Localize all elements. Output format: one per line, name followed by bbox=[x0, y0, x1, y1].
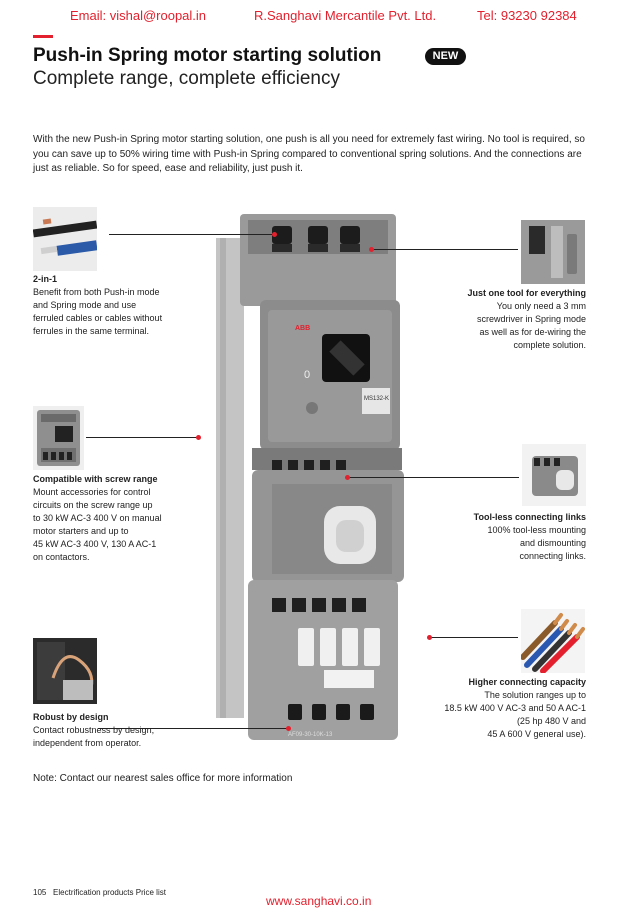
dial-zero-label: 0 bbox=[304, 369, 310, 381]
feature-screw-line: on contactors. bbox=[33, 552, 90, 562]
new-badge: NEW bbox=[425, 48, 466, 65]
sales-office-note: Note: Contact our nearest sales office f… bbox=[33, 773, 293, 784]
feature-2in1-line: and Spring mode and use bbox=[33, 300, 137, 310]
feature-toolless: Tool-less connecting links 100% tool-les… bbox=[420, 511, 586, 563]
callout-line-tool bbox=[372, 249, 518, 250]
motor-starter-product-image: ABB 0 MS132-K AF09-30-10K-13 bbox=[216, 214, 404, 740]
callout-dot-2in1 bbox=[272, 232, 277, 237]
title-accent-bar bbox=[33, 35, 53, 38]
page-subtitle: Complete range, complete efficiency bbox=[33, 68, 340, 89]
feature-screw-line: 45 kW AC-3 400 V, 130 A AC-1 bbox=[33, 539, 157, 549]
contactor-label: AF09-30-10K-13 bbox=[288, 732, 333, 738]
screw-range-starter-thumbnail bbox=[33, 406, 84, 470]
feature-robust-line: Contact robustness by design, bbox=[33, 725, 155, 735]
colored-cables-thumbnail bbox=[521, 609, 585, 673]
footer-website-link[interactable]: www.sanghavi.co.in bbox=[266, 894, 372, 908]
feature-2in1: 2-in-1 Benefit from both Push-in mode an… bbox=[33, 273, 203, 338]
header-company: R.Sanghavi Mercantile Pvt. Ltd. bbox=[254, 8, 437, 23]
page-title: Push-in Spring motor starting solution bbox=[33, 45, 382, 66]
feature-capacity-line: 18.5 kW 400 V AC-3 and 50 A AC-1 bbox=[444, 703, 586, 713]
feature-toolless-line: connecting links. bbox=[519, 551, 586, 561]
feature-screw-line: circuits on the screw range up bbox=[33, 500, 153, 510]
intro-paragraph: With the new Push-in Spring motor starti… bbox=[33, 134, 585, 174]
header-email: Email: vishal@roopal.in bbox=[70, 8, 207, 23]
feature-screw-line: motor starters and up to bbox=[33, 526, 129, 536]
page-number: 105 bbox=[33, 888, 47, 897]
connecting-link-thumbnail bbox=[522, 444, 586, 506]
callout-dot-tool bbox=[369, 247, 374, 252]
callout-dot-robust bbox=[286, 726, 291, 731]
feature-2in1-line: ferrules in the same terminal. bbox=[33, 326, 150, 336]
callout-line-robust bbox=[98, 728, 288, 729]
callout-dot-capacity bbox=[427, 635, 432, 640]
feature-robust-line: independent from operator. bbox=[33, 738, 142, 748]
feature-capacity-line: The solution ranges up to bbox=[484, 690, 586, 700]
abb-logo: ABB bbox=[295, 325, 310, 332]
feature-tool-line: screwdriver in Spring mode bbox=[476, 314, 586, 324]
callout-line-2in1 bbox=[109, 234, 274, 235]
callout-dot-screw bbox=[196, 435, 201, 440]
feature-tool-line: as well as for de-wiring the bbox=[479, 327, 586, 337]
feature-one-tool: Just one tool for everything You only ne… bbox=[420, 287, 586, 352]
callout-dot-toolless bbox=[345, 475, 350, 480]
footer-page-info: 105 Electrification products Price list bbox=[33, 888, 166, 897]
feature-robust: Robust by design Contact robustness by d… bbox=[33, 711, 203, 750]
feature-robust-title: Robust by design bbox=[33, 712, 109, 722]
callout-line-capacity bbox=[430, 637, 518, 638]
feature-capacity-line: (25 hp 480 V and bbox=[516, 716, 586, 726]
robust-contact-thumbnail bbox=[33, 638, 97, 704]
feature-higher-capacity: Higher connecting capacity The solution … bbox=[420, 676, 586, 741]
footer-section: Electrification products Price list bbox=[53, 888, 166, 897]
feature-screw-line: to 30 kW AC-3 400 V on manual bbox=[33, 513, 162, 523]
feature-capacity-title: Higher connecting capacity bbox=[468, 677, 586, 687]
feature-toolless-title: Tool-less connecting links bbox=[473, 512, 586, 522]
feature-2in1-line: ferruled cables or cables without bbox=[33, 313, 163, 323]
feature-toolless-line: and dismounting bbox=[519, 538, 586, 548]
feature-tool-title: Just one tool for everything bbox=[467, 288, 586, 298]
screwdriver-slot-thumbnail bbox=[521, 220, 585, 284]
callout-line-screw bbox=[86, 437, 198, 438]
feature-tool-line: complete solution. bbox=[513, 340, 586, 350]
feature-2in1-line: Benefit from both Push-in mode bbox=[33, 287, 160, 297]
feature-screw-line: Mount accessories for control bbox=[33, 487, 151, 497]
callout-line-toolless bbox=[347, 477, 519, 478]
feature-screw-range: Compatible with screw range Mount access… bbox=[33, 473, 203, 564]
cables-ferrules-thumbnail bbox=[33, 207, 97, 271]
feature-capacity-line: 45 A 600 V general use). bbox=[487, 729, 586, 739]
feature-tool-line: You only need a 3 mm bbox=[496, 301, 586, 311]
feature-2in1-title: 2-in-1 bbox=[33, 274, 58, 284]
model-label: MS132-K bbox=[364, 396, 389, 402]
feature-toolless-line: 100% tool-less mounting bbox=[487, 525, 586, 535]
header-phone: Tel: 93230 92384 bbox=[477, 8, 577, 23]
feature-screw-title: Compatible with screw range bbox=[33, 474, 158, 484]
